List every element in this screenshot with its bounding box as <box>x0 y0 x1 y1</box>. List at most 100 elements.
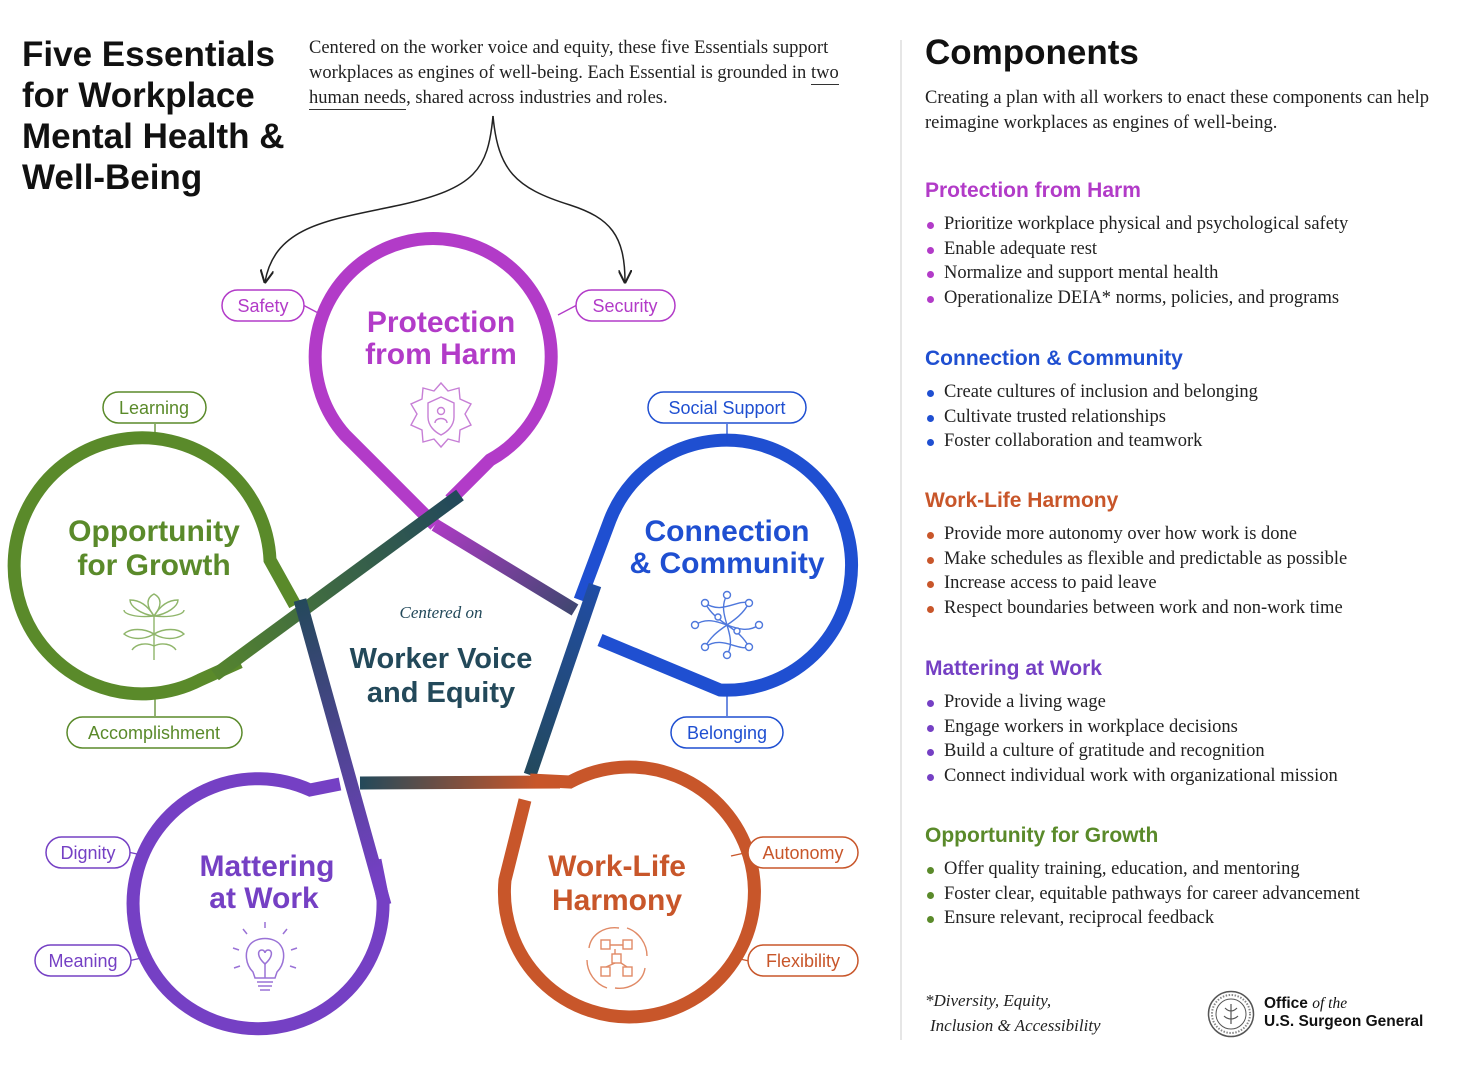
need-pill-belonging: Belonging <box>670 716 784 749</box>
page-title: Five Essentials for Workplace Mental Hea… <box>22 35 285 197</box>
section-heading: Connection & Community <box>925 347 1183 370</box>
list-item-text: Increase access to paid leave <box>944 573 1157 594</box>
need-label: Belonging <box>687 723 767 743</box>
intro-underlined: two human needs <box>309 63 839 110</box>
list-item-text: Offer quality training, education, and m… <box>944 859 1300 879</box>
bullet-icon <box>927 556 934 564</box>
section-list: Provide a living wage Engage workers in … <box>925 690 1445 789</box>
intro-after: , shared across industries and roles. <box>406 88 668 108</box>
center-title-line1: Worker Voice <box>350 643 533 675</box>
bullet-icon <box>927 271 934 279</box>
section-worklife: Work-Life Harmony Provide more autonomy … <box>925 488 1445 621</box>
mattering-title-line2: at Work <box>209 882 319 915</box>
needs-arrows <box>265 115 625 282</box>
bullet-icon <box>927 606 934 614</box>
need-label: Safety <box>237 296 288 316</box>
section-growth: Opportunity for Growth Offer quality tra… <box>925 823 1445 931</box>
list-item: Connect individual work with organizatio… <box>925 764 1445 789</box>
need-label: Autonomy <box>762 843 843 863</box>
connection-title-line2: & Community <box>630 547 825 580</box>
bullet-icon <box>927 296 934 304</box>
office-signature: Office of the U.S. Surgeon General <box>1264 995 1423 1031</box>
bullet-icon <box>927 532 934 539</box>
list-item: Ensure relevant, reciprocal feedback <box>925 906 1445 931</box>
need-label: Social Support <box>668 398 785 418</box>
worklife-tail <box>359 775 561 790</box>
section-list: Provide more autonomy over how work is d… <box>925 522 1445 621</box>
need-pill-security: Security <box>575 289 676 322</box>
section-heading: Mattering at Work <box>925 657 1102 680</box>
office-of-the: of the <box>1312 995 1348 1012</box>
mattering-loop <box>126 772 390 1036</box>
office-line2: U.S. Surgeon General <box>1264 1013 1424 1030</box>
list-item: Provide more autonomy over how work is d… <box>925 522 1445 547</box>
footnote-line2: Inclusion & Accessibility <box>930 1016 1101 1035</box>
bullet-icon <box>927 724 934 732</box>
bullet-icon <box>927 246 934 254</box>
need-label: Meaning <box>48 951 117 971</box>
list-item: Prioritize workplace physical and psycho… <box>925 212 1445 237</box>
need-label: Dignity <box>60 843 115 863</box>
lightbulb-heart-icon <box>232 922 298 991</box>
protection-tail <box>431 519 579 616</box>
bullet-icon <box>927 749 934 757</box>
growth-tail <box>211 489 464 681</box>
intro-text: Centered on the worker voice and equity,… <box>309 36 889 111</box>
list-item: Offer quality training, education, and m… <box>925 857 1445 882</box>
list-item-text: Normalize and support mental health <box>944 263 1219 284</box>
components-subtitle: Creating a plan with all workers to enac… <box>925 88 1429 133</box>
bullet-icon <box>927 390 934 397</box>
cycle-icon <box>586 927 648 989</box>
connection-title-line1: Connection <box>645 515 810 548</box>
need-pill-dignity: Dignity <box>45 836 131 869</box>
list-item-text: Create cultures of inclusion and belongi… <box>944 382 1258 402</box>
section-list: Prioritize workplace physical and psycho… <box>925 212 1445 311</box>
list-item: Normalize and support mental health <box>925 261 1445 286</box>
footnote-line1: *Diversity, Equity, <box>925 991 1052 1010</box>
center-caption: Centered on <box>400 603 483 622</box>
list-item: Foster collaboration and teamwork <box>925 429 1445 454</box>
bullet-icon <box>927 774 934 782</box>
office-word: Office <box>1264 995 1308 1012</box>
list-item-text: Foster clear, equitable pathways for car… <box>944 883 1360 904</box>
intro-before: Centered on the worker voice and equity,… <box>309 38 829 83</box>
section-protection: Protection from Harm Prioritize workplac… <box>925 178 1445 311</box>
need-pill-autonomy: Autonomy <box>747 836 859 869</box>
bullet-icon <box>927 891 934 899</box>
section-heading: Work-Life Harmony <box>925 489 1119 512</box>
protection-title-line1: Protection <box>367 306 515 339</box>
bullet-icon <box>927 439 934 447</box>
list-item: Enable adequate rest <box>925 237 1445 262</box>
need-pill-meaning: Meaning <box>34 944 132 977</box>
growth-title-line1: Opportunity <box>68 515 240 548</box>
section-list: Offer quality training, education, and m… <box>925 857 1445 931</box>
list-item-text: Enable adequate rest <box>944 238 1098 259</box>
bullet-icon <box>927 916 934 924</box>
need-pill-accomplishment: Accomplishment <box>66 716 243 749</box>
list-item-text: Make schedules as flexible and predictab… <box>944 548 1348 569</box>
list-item-text: Provide more autonomy over how work is d… <box>944 524 1297 544</box>
bullet-icon <box>927 222 934 229</box>
need-label: Learning <box>119 398 189 418</box>
essentials-diagram: Safety Security Social Support Belonging… <box>7 115 859 1036</box>
list-item-text: Connect individual work with organizatio… <box>944 766 1338 787</box>
worklife-title-line2: Harmony <box>552 884 682 917</box>
need-pill-safety: Safety <box>221 289 305 322</box>
worklife-title-line1: Work-Life <box>548 850 686 883</box>
protection-title-line2: from Harm <box>365 338 517 371</box>
list-item: Foster clear, equitable pathways for car… <box>925 882 1445 907</box>
need-pill-learning: Learning <box>102 391 207 424</box>
list-item: Increase access to paid leave <box>925 571 1445 596</box>
list-item-text: Prioritize workplace physical and psycho… <box>944 214 1349 234</box>
section-connection: Connection & Community Create cultures o… <box>925 346 1445 454</box>
protection-loop <box>308 232 558 530</box>
section-list: Create cultures of inclusion and belongi… <box>925 380 1445 454</box>
list-item: Respect boundaries between work and non-… <box>925 596 1445 621</box>
list-item-text: Ensure relevant, reciprocal feedback <box>944 908 1215 929</box>
list-item-text: Respect boundaries between work and non-… <box>944 598 1343 619</box>
list-item: Operationalize DEIA* norms, policies, an… <box>925 286 1445 311</box>
list-item: Engage workers in workplace decisions <box>925 715 1445 740</box>
need-pill-flexibility: Flexibility <box>747 944 859 977</box>
section-heading: Protection from Harm <box>925 179 1141 202</box>
footnote: *Diversity, Equity, Inclusion & Accessibi… <box>925 988 1185 1038</box>
